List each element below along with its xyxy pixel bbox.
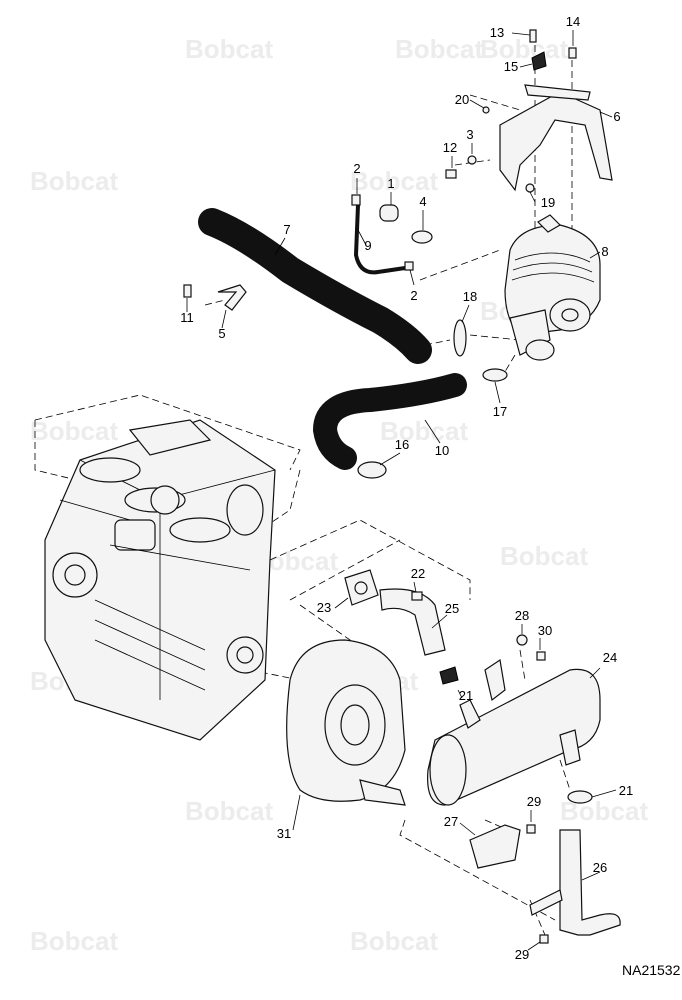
callout-8: 8 xyxy=(601,244,608,259)
engine-block xyxy=(44,419,276,741)
air-cleaner-part-8 xyxy=(504,214,601,361)
tube-and-clamps xyxy=(351,194,433,275)
callout-7: 7 xyxy=(283,222,290,237)
callout-15: 15 xyxy=(504,59,518,74)
callout-29: 29 xyxy=(527,794,541,809)
bobcat-watermark: Bobcat xyxy=(480,34,568,64)
callout-20: 20 xyxy=(455,92,469,107)
callout-6: 6 xyxy=(613,109,620,124)
bobcat-watermark: Bobcat xyxy=(350,926,438,956)
bracket-part-5 xyxy=(217,284,247,311)
callout-21: 21 xyxy=(619,783,633,798)
callout-11: 11 xyxy=(180,310,194,325)
bracket-part-27 xyxy=(469,824,521,869)
bobcat-watermark: Bobcat xyxy=(185,34,273,64)
bolt-part-11 xyxy=(183,284,192,298)
bobcat-watermark: Bobcat xyxy=(185,796,273,826)
callout-9: 9 xyxy=(364,238,371,253)
clamp-part-16 xyxy=(357,461,387,479)
fasteners-top xyxy=(445,29,577,193)
assembly-lines xyxy=(34,45,573,936)
bobcat-watermark: Bobcat xyxy=(500,541,588,571)
shroud-part-31 xyxy=(286,639,406,806)
bobcat-watermark: Bobcat xyxy=(380,416,468,446)
callout-10: 10 xyxy=(435,443,449,458)
muffler-part-24 xyxy=(427,658,601,806)
leader-lines xyxy=(186,30,617,951)
callout-31: 31 xyxy=(277,826,291,841)
callout-2: 2 xyxy=(353,161,360,176)
bobcat-watermark: Bobcat xyxy=(30,166,118,196)
callout-16: 16 xyxy=(395,437,409,452)
bracket-part-6 xyxy=(499,84,613,192)
callout-28: 28 xyxy=(515,608,529,623)
clamp-part-17 xyxy=(482,368,508,382)
exhaust-elbow xyxy=(344,569,446,656)
seal-part-18 xyxy=(453,319,467,357)
callout-17: 17 xyxy=(493,404,507,419)
callout-1: 1 xyxy=(387,176,394,191)
bobcat-watermark: Bobcat xyxy=(30,926,118,956)
callout-22: 22 xyxy=(411,566,425,581)
bobcat-watermark: Bobcat xyxy=(350,166,438,196)
callout-14: 14 xyxy=(566,14,580,29)
callout-13: 13 xyxy=(490,25,504,40)
callout-29: 29 xyxy=(515,947,529,962)
bobcat-watermark: Bobcat xyxy=(30,416,118,446)
hose-part-10 xyxy=(313,373,467,470)
callout-2: 2 xyxy=(410,288,417,303)
callout-4: 4 xyxy=(419,194,426,209)
callout-24: 24 xyxy=(603,650,617,665)
callout-27: 27 xyxy=(444,814,458,829)
reference-code: NA21532 xyxy=(622,962,681,978)
callout-12: 12 xyxy=(443,140,457,155)
fasteners-lower xyxy=(439,634,593,944)
callout-3: 3 xyxy=(466,127,473,142)
callout-23: 23 xyxy=(317,600,331,615)
callout-30: 30 xyxy=(538,623,552,638)
callout-18: 18 xyxy=(463,289,477,304)
bobcat-watermark: Bobcat xyxy=(395,34,483,64)
hose-part-7 xyxy=(198,208,432,364)
tailpipe-part-26 xyxy=(529,829,621,936)
callout-5: 5 xyxy=(218,326,225,341)
callout-25: 25 xyxy=(445,601,459,616)
callout-21: 21 xyxy=(459,688,473,703)
callout-19: 19 xyxy=(541,195,555,210)
callout-26: 26 xyxy=(593,860,607,875)
